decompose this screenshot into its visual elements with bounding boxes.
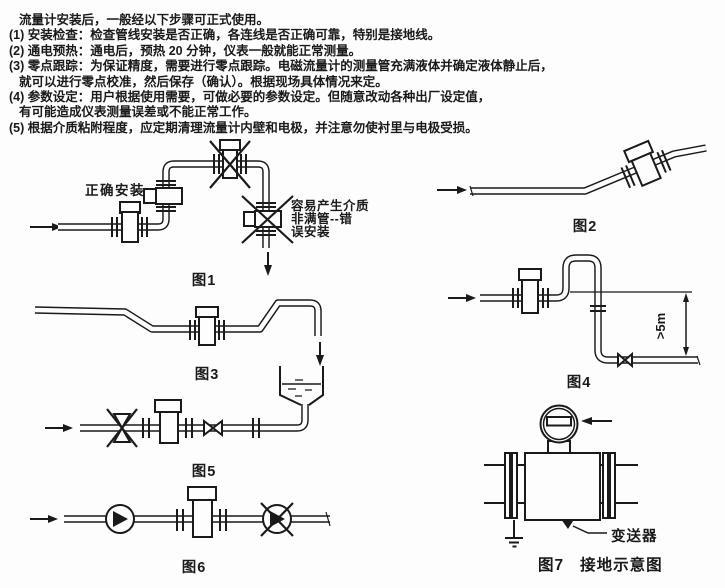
pipe bbox=[480, 254, 701, 366]
flow-arrow-icon bbox=[437, 186, 467, 194]
pump bbox=[105, 504, 135, 534]
figure-7-grounding bbox=[484, 404, 638, 548]
ground-symbol bbox=[505, 520, 523, 548]
figure-6-caption: 图6 bbox=[181, 560, 207, 576]
instruction-line: (4) 参数设定：用户根据使用需要，可做必要的参数设定。但随意改动各种出厂设定值… bbox=[9, 90, 491, 105]
figure-7-caption-number: 图7 bbox=[538, 557, 565, 574]
instruction-line: 就可以进行零点校准，然后保存（确认）。根据现场具体情况来定。 bbox=[19, 74, 388, 89]
pipe bbox=[469, 144, 707, 197]
sensor-body bbox=[524, 452, 601, 521]
instruction-line: (5) 根据介质粘附程度，应定期清理流量计内壁和电极，并注意勿使衬里与电极受损。 bbox=[9, 120, 478, 135]
instruction-line: (2) 通电预热：通电后，预热 20 分钟，仪表一般就能正常测量。 bbox=[9, 43, 362, 58]
flow-arrow-icon bbox=[45, 424, 73, 432]
figure-3 bbox=[34, 299, 324, 406]
tank bbox=[279, 366, 324, 406]
installation-instructions: 流量计安装后，一般经以下步骤可正式使用。 (1) 安装检查：检查管线安装是否正确… bbox=[0, 13, 725, 136]
flow-meter bbox=[620, 139, 672, 189]
figure-2-caption: 图2 bbox=[572, 219, 598, 235]
transmitter-label: 变送器 bbox=[611, 529, 658, 545]
wrong-label-line: 非满管--错 bbox=[291, 211, 353, 226]
figure-4 bbox=[448, 254, 701, 369]
flange bbox=[504, 452, 616, 519]
pipe bbox=[80, 404, 309, 432]
dimension-arrow bbox=[683, 293, 689, 356]
pipe-break bbox=[617, 351, 633, 369]
figure-2 bbox=[437, 139, 707, 197]
instruction-line: (3) 零点跟踪：为保证精度，需要进行零点跟踪。电磁流量计的测量管充满液体并确定… bbox=[9, 59, 553, 74]
flow-arrow-icon bbox=[448, 294, 476, 302]
crossed-flow-meter bbox=[209, 139, 251, 189]
flow-meter bbox=[189, 306, 225, 346]
instruction-line: 有可能造成仪表测量误差或不能正常工作。 bbox=[19, 105, 257, 120]
figure-4-caption: 图4 bbox=[566, 375, 592, 391]
figure-6 bbox=[30, 486, 331, 538]
wrong-label-line: 容易产生介质 bbox=[291, 199, 370, 213]
flange bbox=[590, 305, 606, 312]
flow-meter bbox=[176, 486, 227, 538]
flow-meter bbox=[111, 201, 148, 243]
flow-meter bbox=[512, 268, 549, 314]
instruction-line: 流量计安装后，一般经以下步骤可正式使用。 bbox=[19, 13, 270, 27]
crossed-valve bbox=[106, 408, 138, 448]
flange bbox=[252, 418, 260, 438]
wrong-label-line: 误安装 bbox=[291, 224, 331, 239]
figure-7-caption: 图7 接地示意图 bbox=[538, 553, 663, 575]
flow-meter bbox=[143, 180, 183, 212]
figure-5-caption: 图5 bbox=[191, 464, 217, 480]
figure-1 bbox=[30, 139, 294, 276]
crossed-pump bbox=[260, 502, 294, 537]
flow-arrow-icon bbox=[30, 223, 62, 231]
pipe bbox=[34, 299, 322, 336]
height-dimension-label: >5m bbox=[653, 312, 668, 340]
transmitter-arrow-icon bbox=[561, 519, 607, 534]
figure-7-caption-title: 接地示意图 bbox=[580, 557, 663, 574]
valve bbox=[203, 418, 223, 438]
flow-meter bbox=[142, 399, 193, 444]
down-arrow-icon bbox=[264, 252, 272, 276]
crossed-flow-meter bbox=[241, 195, 294, 244]
figure-5 bbox=[45, 399, 309, 448]
figure-1-caption: 图1 bbox=[191, 273, 217, 289]
down-arrow-icon bbox=[316, 342, 324, 366]
correct-installation-label: 正确安装 bbox=[85, 183, 145, 198]
figure-3-caption: 图3 bbox=[194, 367, 220, 383]
instruction-line: (1) 安装检查：检查管线安装是否正确，各连线是否正确可靠，特别是接地线。 bbox=[9, 28, 441, 43]
transmitter-head bbox=[539, 404, 579, 444]
head-arrow-icon bbox=[581, 417, 612, 425]
pipe bbox=[58, 160, 270, 248]
flow-arrow-icon bbox=[30, 515, 58, 523]
wrong-installation-label: 容易产生介质 非满管--错 误安装 bbox=[291, 200, 369, 239]
